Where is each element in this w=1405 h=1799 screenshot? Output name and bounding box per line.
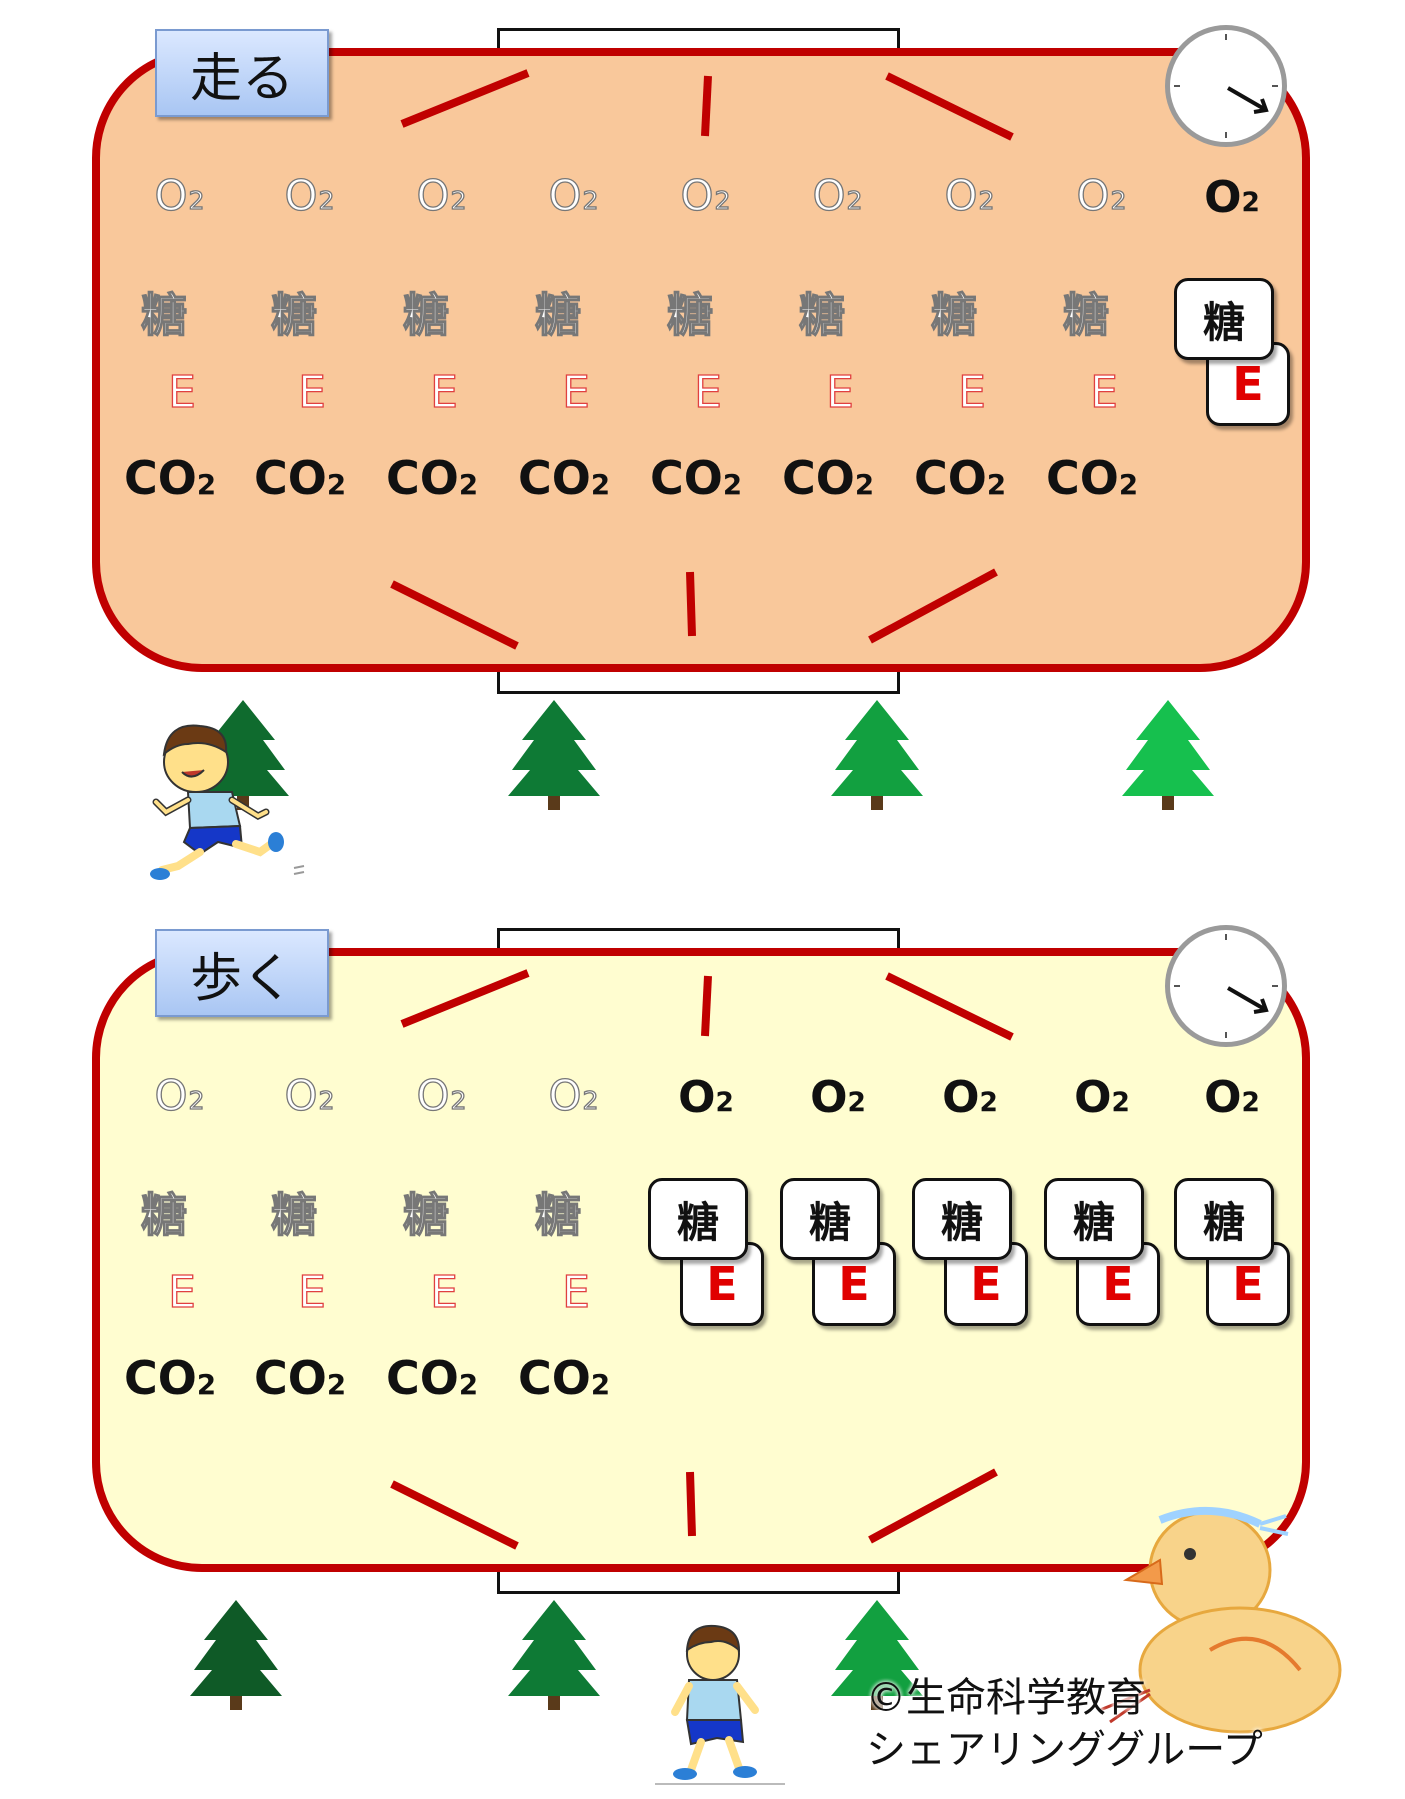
court-line (701, 975, 712, 1037)
energy-used: E (167, 1266, 196, 1318)
tree-icon (190, 1600, 282, 1710)
copyright-line-2: シェアリンググループ (866, 1727, 1263, 1773)
court-lines (390, 69, 1014, 650)
sugar-used: 糖 (534, 287, 581, 342)
sugar-card: 糖 (912, 1178, 1012, 1260)
clock-icon (1165, 25, 1287, 147)
court-line (868, 568, 998, 644)
sugar-card: 糖 (1174, 1178, 1274, 1260)
sugar-used: 糖 (270, 287, 317, 342)
field (92, 48, 1310, 672)
sugar-card: 糖 (780, 1178, 880, 1260)
energy-used: E (561, 366, 590, 418)
energy-used: E (429, 1266, 458, 1318)
court-line (400, 969, 530, 1028)
sugar-used: 糖 (140, 1187, 187, 1242)
copyright-line-1: ©生命科学教育 (866, 1675, 1146, 1721)
sugar-used: 糖 (798, 287, 845, 342)
energy-used: E (561, 1266, 590, 1318)
sugar-card: 糖 (1174, 278, 1274, 360)
sugar-used: 糖 (270, 1187, 317, 1242)
sugar-used: 糖 (930, 287, 977, 342)
sugar-used: 糖 (140, 287, 187, 342)
running-boy-figure (150, 724, 305, 880)
tree-icon (831, 1600, 923, 1710)
court-line (390, 580, 519, 650)
energy-used: E (167, 366, 196, 418)
sugar-used: 糖 (402, 1187, 449, 1242)
court-line (400, 69, 530, 128)
energy-used: E (1089, 366, 1118, 418)
tree-icon (508, 1600, 600, 1710)
court-line (885, 972, 1014, 1041)
sugar-used: 糖 (402, 287, 449, 342)
energy-used: E (297, 366, 326, 418)
tree-icon (508, 700, 600, 810)
sugar-used: 糖 (534, 1187, 581, 1242)
copyright-notice: ©生命科学教育 シェアリンググループ (866, 1672, 1386, 1776)
court-line (686, 571, 696, 637)
clock-icon (1165, 925, 1287, 1047)
panel-title: 歩く (155, 929, 329, 1017)
court-line (390, 1480, 519, 1550)
sugar-used: 糖 (666, 287, 713, 342)
tree-icon (831, 700, 923, 810)
sugar-card: 糖 (1044, 1178, 1144, 1260)
energy-used: E (297, 1266, 326, 1318)
walking-boy-figure (655, 1624, 785, 1785)
court-lines (390, 969, 1014, 1550)
court-line (885, 72, 1014, 141)
energy-used: E (693, 366, 722, 418)
energy-used: E (429, 366, 458, 418)
energy-used: E (825, 366, 854, 418)
court-line (686, 1471, 696, 1537)
court-line (868, 1468, 998, 1544)
sugar-card: 糖 (648, 1178, 748, 1260)
panel-title: 走る (155, 29, 329, 117)
energy-used: E (957, 366, 986, 418)
tree-icon (1122, 700, 1214, 810)
sugar-used: 糖 (1062, 287, 1109, 342)
chick-sketch (1099, 1506, 1342, 1734)
court-line (701, 75, 712, 137)
